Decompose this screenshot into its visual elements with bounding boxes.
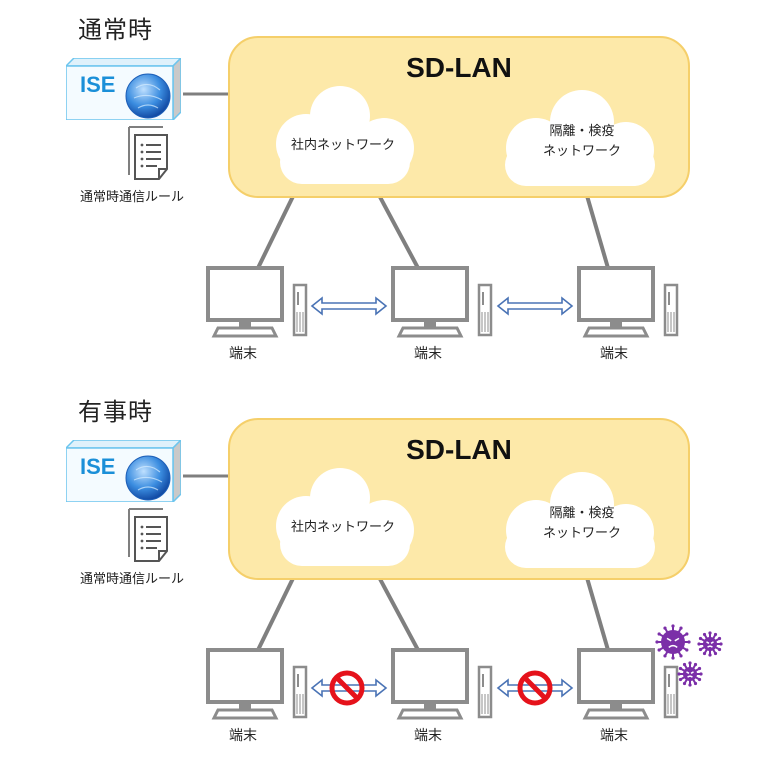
- ise-appliance: ISE: [64, 438, 183, 504]
- tower-icon: [292, 665, 308, 719]
- scene-title: 有事時: [78, 398, 153, 426]
- sdlan-title: SD-LAN: [406, 52, 512, 83]
- tower-icon: [477, 283, 493, 337]
- tower-icon: [292, 283, 308, 337]
- terminal-label: 端末: [600, 728, 628, 744]
- rule-document-icon: [128, 508, 168, 562]
- terminal-computer-icon: [577, 266, 679, 338]
- tower-icon: [663, 665, 679, 719]
- terminal-label: 端末: [414, 728, 442, 744]
- communication-arrow: [310, 296, 388, 316]
- terminal-label: 端末: [600, 346, 628, 362]
- ise-box-icon: [64, 438, 183, 504]
- terminal-label: 端末: [229, 346, 257, 362]
- blocked-icon: [329, 670, 365, 706]
- virus-icon: [655, 624, 691, 660]
- sdlan-title: SD-LAN: [406, 434, 512, 465]
- rule-document-icon: [128, 126, 168, 180]
- panel-emergency: 有事時 ISE: [0, 382, 765, 764]
- ise-label: ISE: [80, 72, 116, 97]
- ise-label: ISE: [80, 454, 116, 479]
- terminal-computer-icon: [206, 648, 308, 720]
- terminal-label: 端末: [414, 346, 442, 362]
- cloud-quarantine-label-2: ネットワーク: [542, 144, 621, 159]
- tower-icon: [477, 665, 493, 719]
- rule-label: 通常時通信ルール: [80, 190, 185, 205]
- cloud-quarantine-label-1: 隔離・検疫: [549, 506, 615, 521]
- terminal-layer: [206, 624, 723, 720]
- cloud-quarantine-label-2: ネットワーク: [542, 526, 621, 541]
- terminal-computer-icon: [391, 266, 493, 338]
- virus-icon: [697, 631, 723, 657]
- terminal-computer-icon: [577, 648, 679, 720]
- scene-title: 通常時: [78, 16, 153, 44]
- terminal-computer-icon: [206, 266, 308, 338]
- cloud-quarantine-label-1: 隔離・検疫: [549, 124, 615, 139]
- communication-arrow: [496, 296, 574, 316]
- blocked-icon: [517, 670, 553, 706]
- ise-appliance: ISE: [64, 56, 183, 122]
- terminal-label: 端末: [229, 728, 257, 744]
- terminal-computer-icon: [391, 648, 493, 720]
- terminal-layer: [206, 266, 679, 338]
- cloud-internal-label: 社内ネットワーク: [290, 138, 395, 153]
- cloud-internal-label: 社内ネットワーク: [290, 520, 395, 535]
- virus-icon: [677, 661, 703, 687]
- panel-normal: 通常時 ISE: [0, 0, 765, 382]
- rule-label: 通常時通信ルール: [80, 572, 185, 587]
- tower-icon: [663, 283, 679, 337]
